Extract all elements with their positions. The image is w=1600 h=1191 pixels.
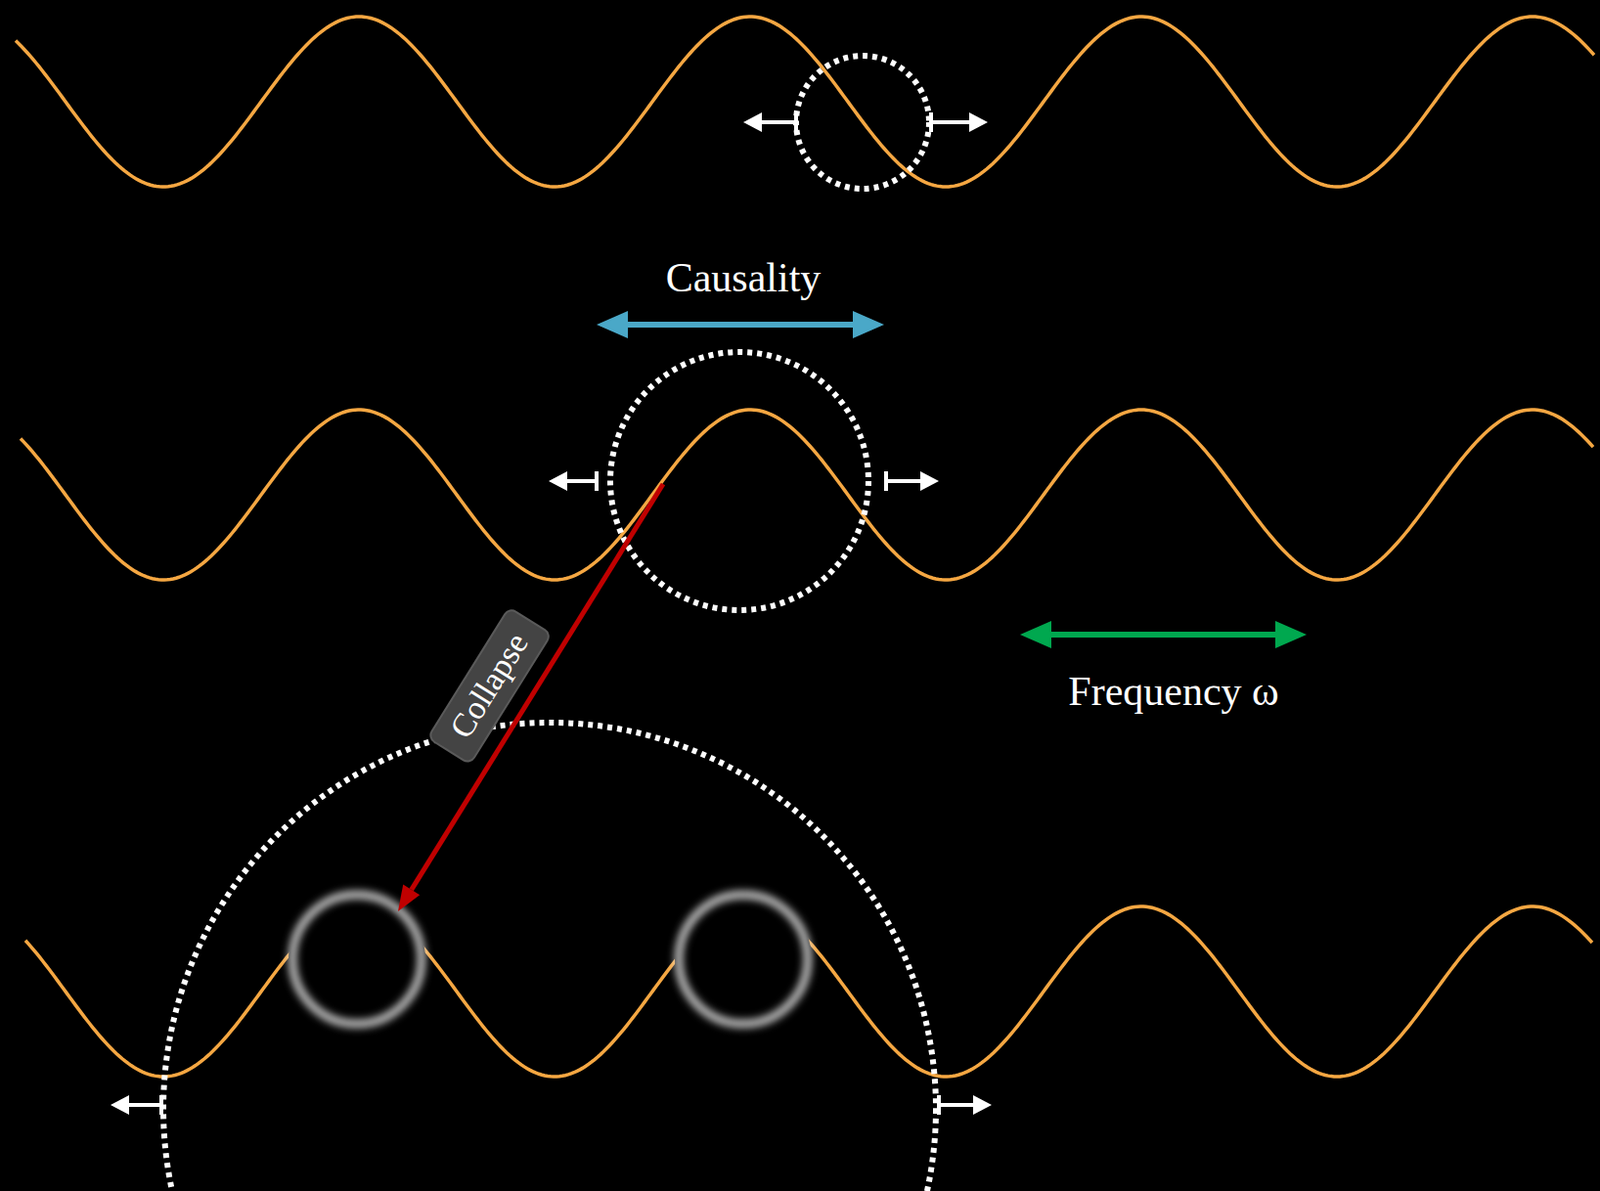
- wave: [15, 16, 1595, 187]
- dotted-circle: [163, 722, 936, 1191]
- glow-circles: [288, 890, 812, 1028]
- annotation-label: Frequency ω: [1067, 668, 1279, 714]
- causality-arrow: [596, 311, 885, 339]
- expansion-arrows: [110, 112, 992, 1115]
- dotted-circle: [610, 352, 869, 611]
- wave: [25, 906, 1593, 1077]
- collapse-arrow: [398, 484, 664, 912]
- wave: [20, 409, 1594, 580]
- collapse-tag: Collapse: [425, 605, 552, 765]
- dotted-circle: [796, 55, 930, 189]
- annotation-label: Causality: [666, 255, 822, 301]
- frequency-arrow: [1020, 621, 1307, 649]
- tag-text: Collapse: [441, 625, 537, 747]
